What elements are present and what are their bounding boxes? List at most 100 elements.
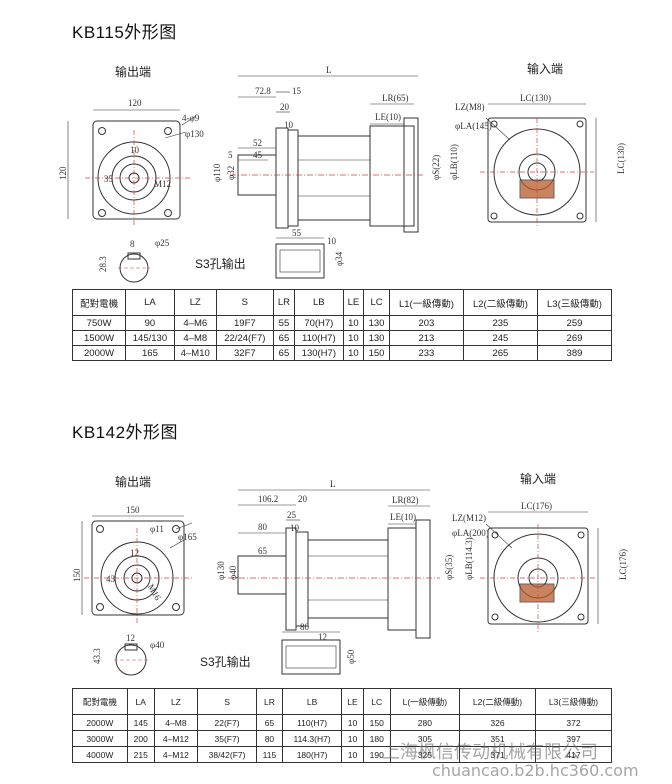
kb115-dim-lb110: φLB(110) <box>449 144 459 180</box>
table-header-cell: L3(三級傳動) <box>536 289 613 316</box>
kb115-spec-table: 配對電機 LA LZ S LR LB LE LC L1(一級傳動) L2(二級傳… <box>71 289 613 361</box>
kb115-output-end-label: 输出端 <box>115 65 152 79</box>
table-header-cell: LR <box>255 688 283 715</box>
kb142-table-header-row: 配對電機 LA LZ S LR LB LE LC L(一級傳動) L2(二級傳動… <box>72 688 613 715</box>
kb142-dim-80b: 80 <box>300 622 310 632</box>
kb142-dim-106-2: 106.2 <box>258 494 278 504</box>
kb115-dim-lc130-vertical: LC(130) <box>616 143 626 174</box>
table-cell: 326 <box>459 714 536 731</box>
kb115-title: KB115外形图 <box>72 23 177 42</box>
kb142-input-end-label: 输入端 <box>520 472 557 486</box>
kb142-dim-lr82: LR(82) <box>392 495 419 505</box>
table-header-cell: LB <box>294 289 344 316</box>
kb115-dim-l: L <box>326 65 332 75</box>
table-row: 750W 90 4–M6 19F7 55 70(H7) 10 130 203 2… <box>71 315 613 331</box>
kb115-dim-45: 45 <box>253 150 263 160</box>
kb142-dim-40: φ40 <box>228 565 238 580</box>
kb142-dim-40b: φ40 <box>150 640 165 650</box>
table-row: 4000W 215 4–M12 38/42(F7) 115 180(H7) 10… <box>72 746 613 763</box>
table-cell: 165 <box>125 345 175 361</box>
kb115-dim-120-side: 120 <box>58 166 68 180</box>
kb142-dim-150-top: 150 <box>126 505 140 515</box>
kb142-dim-165: φ165 <box>178 532 197 542</box>
table-cell: 10 <box>341 746 364 763</box>
kb115-s3-hole-detail <box>118 237 325 283</box>
table-row: 2000W 145 4–M8 22(F7) 65 110(H7) 10 150 … <box>72 714 613 731</box>
table-cell: 32F7 <box>215 345 274 361</box>
kb115-dim-34: φ34 <box>334 251 344 266</box>
kb142-s3-hole-detail <box>114 631 341 676</box>
table-cell: 2000W <box>71 345 127 361</box>
kb142-dim-lc176: LC(176) <box>521 501 552 511</box>
table-header-cell: S <box>197 688 257 715</box>
table-cell: 22(F7) <box>197 714 257 731</box>
table-header-cell: LZ <box>153 688 199 715</box>
kb115-dim-lc130: LC(130) <box>520 93 551 103</box>
table-cell: 65 <box>255 714 283 731</box>
kb142-spec-table: 配對電機 LA LZ S LR LB LE LC L(一級傳動) L2(二級傳動… <box>72 688 613 763</box>
kb142-dim-lc176-vertical: LC(176) <box>618 549 628 580</box>
table-header-cell: LB <box>281 688 343 715</box>
table-header-cell: LE <box>341 688 364 715</box>
kb115-dim-130: φ130 <box>185 129 204 139</box>
kb142-dim-12c: 12 <box>318 632 327 642</box>
table-cell: 110(H7) <box>281 714 343 731</box>
kb142-dim-12b: 12 <box>126 633 135 643</box>
table-cell: 3000W <box>72 730 128 747</box>
table-cell: 2000W <box>72 714 128 731</box>
kb115-dim-55: 55 <box>292 228 302 238</box>
kb115-dim-10b: 10 <box>284 120 294 130</box>
table-cell: 4–M8 <box>153 714 199 731</box>
table-header-cell: 配對電機 <box>72 688 128 715</box>
table-cell: 10 <box>341 730 364 747</box>
kb115-dim-32: φ32 <box>226 166 236 180</box>
table-cell: 200 <box>126 730 155 747</box>
kb142-side-view <box>228 489 440 639</box>
table-cell: 4–M12 <box>153 730 199 747</box>
kb142-dim-s35: φS(35) <box>444 555 454 580</box>
kb115-input-end-label: 输入端 <box>527 62 564 76</box>
kb142-dim-80: 80 <box>258 522 268 532</box>
table-row: 2000W 165 4–M10 32F7 65 130(H7) 10 150 2… <box>71 345 613 361</box>
watermark-company: 上海枫信传动机械有限公司 <box>382 742 598 763</box>
table-cell: 4000W <box>72 746 128 763</box>
table-cell: 265 <box>462 345 538 361</box>
table-cell: 325 <box>389 746 461 763</box>
table-header-cell: LC <box>362 688 391 715</box>
kb115-dim-20: 20 <box>280 102 290 112</box>
table-header-cell: LA <box>126 688 155 715</box>
table-header-cell: L3(三級傳動) <box>534 688 613 715</box>
kb115-dim-10: 10 <box>130 145 140 155</box>
kb142-dim-50: φ50 <box>346 649 356 664</box>
kb115-dim-s22: φS(22) <box>431 155 441 180</box>
kb142-dim-la200: φLA(200) <box>452 528 489 538</box>
table-cell: 4–M12 <box>153 746 199 763</box>
kb115-dim-72-8: 72.8 <box>255 86 271 96</box>
table-header-cell: L2(二級傳動) <box>459 688 536 715</box>
kb142-dim-20: 20 <box>298 494 308 504</box>
kb142-dim-12: 12 <box>130 548 139 558</box>
table-cell: 80 <box>255 730 283 747</box>
kb142-dim-11: φ11 <box>150 524 164 534</box>
kb115-dim-35: 35 <box>104 174 114 184</box>
table-cell: 35(F7) <box>197 730 257 747</box>
kb115-dim-4-9: 4-φ9 <box>182 113 200 123</box>
table-cell: 4–M10 <box>173 345 217 361</box>
kb142-dim-43: 43 <box>106 574 116 584</box>
kb142-dim-65: 65 <box>258 546 268 556</box>
kb142-dim-m16: M16 <box>146 582 163 602</box>
kb115-dim-la145: φLA(145) <box>455 121 492 131</box>
table-cell: 38/42(F7) <box>197 746 257 763</box>
table-cell: 215 <box>126 746 155 763</box>
kb142-s3-label: S3孔输出 <box>200 655 251 669</box>
kb115-dim-5: 5 <box>228 150 233 160</box>
kb115-dim-m12: M12 <box>154 179 171 189</box>
kb115-dim-25: φ25 <box>155 238 170 248</box>
kb115-dim-10c: 10 <box>327 236 337 246</box>
kb142-dim-10: 10 <box>290 523 300 533</box>
table-cell: 10 <box>341 714 364 731</box>
kb142-dim-130: φ130 <box>216 561 226 580</box>
kb115-dim-52: 52 <box>253 138 262 148</box>
table-header-cell: 配對電機 <box>71 289 127 316</box>
